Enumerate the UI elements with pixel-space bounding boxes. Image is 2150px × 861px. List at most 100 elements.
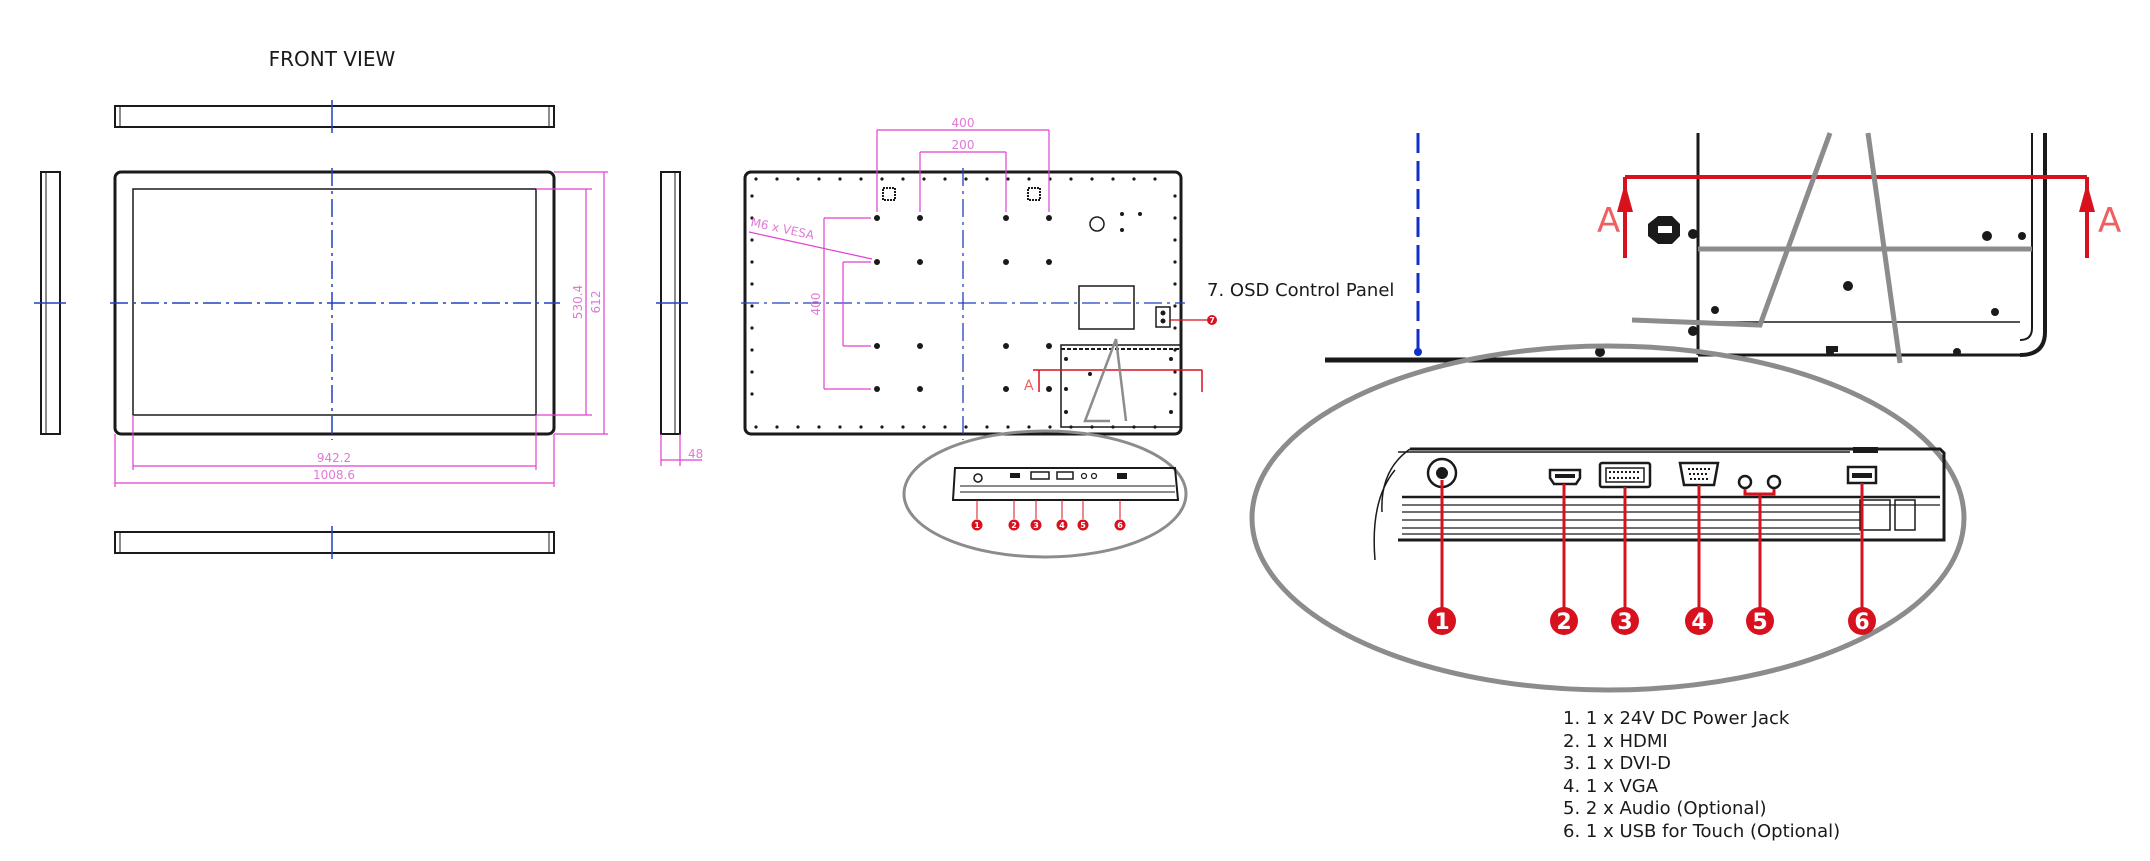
rear-section-line: A	[1024, 369, 1203, 394]
legend-item-hdmi: 2. 1 x HDMI	[1563, 730, 1668, 752]
screw-dot	[1173, 304, 1177, 308]
dim-outer-width: 1008.6	[313, 468, 355, 482]
screw-dot	[750, 370, 754, 374]
screw-dot	[838, 425, 842, 429]
screw-dot	[754, 425, 758, 429]
osd-marker-number: 7	[1209, 316, 1215, 325]
port-vga	[1678, 461, 1720, 487]
callout-number: 1	[1434, 610, 1449, 635]
callout-number-small: 5	[1080, 521, 1086, 530]
port-dc-jack	[1426, 457, 1458, 489]
screw-dot	[750, 348, 754, 352]
screw-dot	[1132, 177, 1136, 181]
callout-number-small: 2	[1011, 521, 1017, 530]
callout-badge-small	[1114, 519, 1126, 531]
screw-dot	[1027, 425, 1031, 429]
callout-number: 2	[1556, 610, 1571, 635]
screw-dot	[1006, 177, 1010, 181]
port-hdmi	[1548, 468, 1582, 486]
screw-dot	[750, 304, 754, 308]
detail-ellipse	[1249, 343, 1967, 693]
screw-dot	[859, 177, 863, 181]
screw-dot	[901, 177, 905, 181]
screw-dot	[750, 194, 754, 198]
screw-dot	[901, 425, 905, 429]
callout-number-small: 6	[1117, 521, 1123, 530]
screw-dot	[1173, 216, 1177, 220]
osd-marker-small: 7	[1170, 315, 1217, 325]
port-usb	[1846, 465, 1878, 485]
callout-badge	[1550, 607, 1578, 635]
connector-icon	[1648, 216, 1680, 244]
small-port-callouts: 1 2 3 4 5 6	[971, 500, 1126, 531]
rear-section-label-left: A	[1024, 378, 1034, 394]
front-dimensions	[114, 171, 702, 487]
screw-dot	[796, 177, 800, 181]
screw-dot	[985, 177, 989, 181]
callout-leader-large	[1631, 132, 1903, 364]
callout-number: 5	[1752, 610, 1767, 635]
dim-depth: 48	[688, 447, 703, 461]
dim-vesa-inner: 200	[952, 138, 975, 152]
callout-badge	[1848, 607, 1876, 635]
screw-dot	[838, 177, 842, 181]
port-legend: 1. 1 x 24V DC Power Jack 2. 1 x HDMI 3. …	[1563, 708, 1840, 843]
callout-badge	[1685, 607, 1713, 635]
screw-dot	[1173, 238, 1177, 242]
vesa-dimensions	[748, 129, 1050, 390]
front-view-title: FRONT VIEW	[269, 47, 396, 71]
screw-dot	[775, 177, 779, 181]
callout-badge-small	[1056, 519, 1068, 531]
left-side-view	[34, 171, 66, 435]
screw-dot	[1006, 425, 1010, 429]
callout-number-small: 1	[974, 521, 980, 530]
dim-inner-width: 942.2	[317, 451, 351, 465]
callout-number-small: 3	[1033, 521, 1039, 530]
callout-badge-small	[1008, 519, 1020, 531]
screw-dot	[922, 425, 926, 429]
housing-screws	[1595, 229, 2026, 357]
callout-number: 6	[1854, 610, 1869, 635]
section-label-right: A	[2098, 201, 2121, 241]
screw-dot	[754, 177, 758, 181]
callout-badge-small	[1077, 519, 1089, 531]
vesa-holes	[874, 187, 1142, 392]
screw-dot	[985, 425, 989, 429]
screw-dot	[922, 177, 926, 181]
screw-dot	[1153, 177, 1157, 181]
dim-outer-height: 612	[589, 291, 603, 314]
section-a-a	[1617, 175, 2095, 258]
screw-dot	[1173, 370, 1177, 374]
callout-number: 4	[1691, 610, 1706, 635]
front-panel	[110, 168, 560, 440]
screw-dot	[943, 177, 947, 181]
screw-dot	[880, 177, 884, 181]
screw-dot	[750, 282, 754, 286]
screw-dot	[859, 425, 863, 429]
screw-dot	[750, 260, 754, 264]
callout-leader-small	[1083, 338, 1128, 423]
dim-vesa-outer: 400	[952, 116, 975, 130]
callout-leaders-red	[1440, 480, 1864, 608]
callout-badge	[1746, 607, 1774, 635]
screw-dot	[750, 216, 754, 220]
legend-item-usb: 6. 1 x USB for Touch (Optional)	[1563, 820, 1841, 842]
callout-number-small: 4	[1059, 521, 1065, 530]
vesa-note: M6 x VESA	[749, 215, 816, 242]
screw-dot	[964, 425, 968, 429]
screw-dot	[817, 177, 821, 181]
screw-dot	[964, 177, 968, 181]
screw-dot	[1173, 326, 1177, 330]
small-io-detail	[902, 429, 1188, 559]
callout-badge	[1611, 607, 1639, 635]
screw-dot	[775, 425, 779, 429]
housing-edge	[1325, 133, 2047, 363]
screw-dot	[750, 326, 754, 330]
screw-dot	[817, 425, 821, 429]
bottom-edge-view	[114, 526, 555, 559]
perimeter-screws	[750, 177, 1177, 429]
screw-dot	[880, 425, 884, 429]
screw-dot	[796, 425, 800, 429]
screw-dot	[1173, 194, 1177, 198]
